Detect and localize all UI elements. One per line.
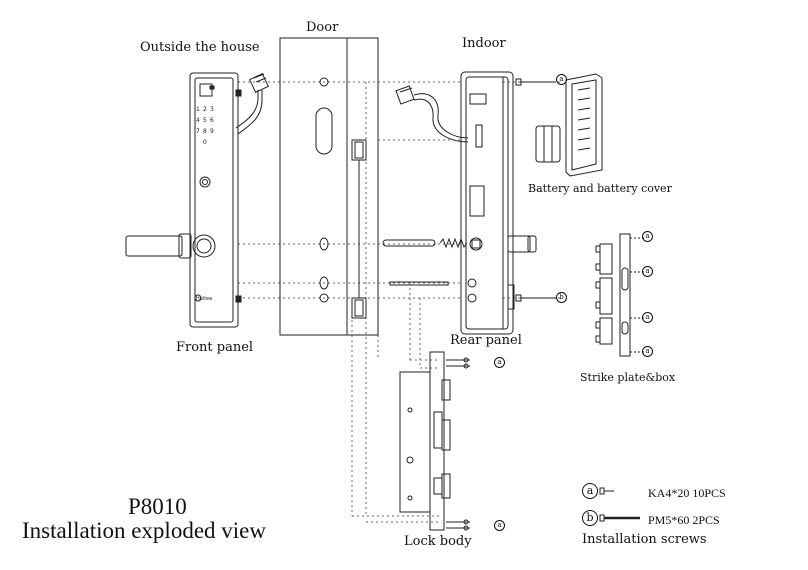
screw-a-marker: a: [582, 483, 598, 499]
rear-screws: [515, 78, 556, 302]
key-7: 7: [196, 128, 200, 135]
key-4: 4: [196, 117, 200, 124]
lock-screws: [446, 357, 470, 531]
alignment-lines: [238, 81, 560, 523]
front-panel: [125, 72, 269, 328]
screw-callout-icon: b: [556, 292, 567, 303]
key-2: 2: [203, 106, 207, 113]
spindle-parts: [382, 237, 468, 286]
label-indoor: Indoor: [462, 36, 506, 51]
screw-callout-icon: a: [642, 346, 653, 357]
page-title: Installation exploded view: [22, 518, 266, 543]
screw-callout-icon: a: [494, 357, 505, 368]
label-battery: Battery and battery cover: [528, 182, 672, 195]
lock-body-drawing: [399, 351, 451, 531]
label-outside: Outside the house: [140, 40, 260, 55]
label-front-panel: Front panel: [176, 340, 254, 355]
label-door: Door: [306, 20, 339, 35]
rear-connector: [395, 85, 469, 143]
battery-cover: [565, 73, 603, 177]
rear-panel: [460, 71, 537, 335]
screw-callout-icon: a: [642, 266, 653, 277]
door: [279, 37, 379, 336]
key-3: 3: [210, 106, 214, 113]
key-5: 5: [203, 117, 207, 124]
key-9: 9: [210, 128, 214, 135]
screw-callout-icon: a: [642, 312, 653, 323]
screw-a-spec: KA4*20 10PCS: [648, 486, 726, 500]
screw-b-spec: PM5*60 2PCS: [648, 513, 720, 527]
screw-callout-icon: a: [556, 74, 567, 85]
screw-b-marker: b: [582, 510, 598, 526]
legend-screw-b-icon: [599, 514, 640, 522]
model-title: P8010: [128, 494, 187, 519]
battery: [535, 125, 561, 163]
screws-heading: Installation screws: [582, 532, 707, 547]
key-6: 6: [210, 117, 214, 124]
screw-callout-icon: a: [494, 520, 505, 531]
label-rear-panel: Rear panel: [450, 333, 522, 348]
brand-logo: Holtee: [196, 296, 213, 302]
label-strike-plate: Strike plate&box: [580, 371, 676, 384]
key-0: 0: [203, 139, 207, 146]
label-lock-body: Lock body: [404, 534, 472, 549]
legend-screw-a-icon: [599, 487, 614, 495]
key-1: 1: [196, 106, 200, 113]
strike-plate: [595, 233, 644, 357]
screw-callout-icon: a: [642, 231, 653, 242]
key-8: 8: [203, 128, 207, 135]
